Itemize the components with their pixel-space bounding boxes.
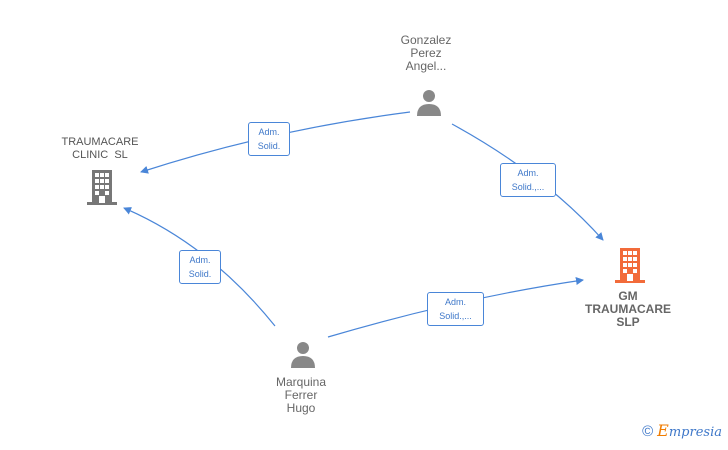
edge-label-line: Solid.,... <box>439 311 472 321</box>
empresia-logo: ©Empresia <box>642 421 722 440</box>
edge-label-line: Adm. <box>189 255 211 265</box>
node-label-line: GM <box>618 289 638 303</box>
brand-logo-text: mpresia <box>668 425 722 440</box>
node-label-line: Perez <box>410 46 442 60</box>
edge-label-line: Adm. <box>258 127 280 137</box>
building-icon[interactable] <box>87 170 117 205</box>
edge-label-line: Solid. <box>188 269 212 279</box>
edge-label-gonzalez-gm-traumacare[interactable]: Adm. Solid.,... <box>500 163 556 197</box>
node-label-line: Marquina <box>275 375 327 389</box>
node-label-line: Angel... <box>405 59 447 73</box>
node-label-line: Gonzalez <box>400 33 452 47</box>
node-label-line: TRAUMACARE <box>61 136 139 148</box>
building-icon[interactable] <box>615 248 645 283</box>
node-label-line: SLP <box>616 315 640 329</box>
person-icon[interactable] <box>289 340 317 368</box>
person-icon[interactable] <box>415 88 443 116</box>
edge-label-line: Solid. <box>257 141 281 151</box>
brand-logo-e: E <box>657 421 669 440</box>
edge-label-marquina-gm-traumacare[interactable]: Adm. Solid.,... <box>427 292 484 326</box>
node-label-gm-traumacare[interactable]: GM TRAUMACARE SLP <box>572 290 684 329</box>
node-label-line: Hugo <box>286 401 316 415</box>
edge-label-marquina-traumacare-clinic[interactable]: Adm. Solid. <box>179 250 221 284</box>
edge-label-line: Adm. <box>444 297 466 307</box>
node-label-line: CLINIC SL <box>72 149 128 161</box>
edge-label-line: Adm. <box>517 168 539 178</box>
edge-label-line: Solid.,... <box>511 182 545 192</box>
edge-label-gonzalez-traumacare-clinic[interactable]: Adm. Solid. <box>248 122 290 156</box>
node-label-line: TRAUMACARE <box>585 302 671 316</box>
node-label-marquina[interactable]: Marquina Ferrer Hugo <box>251 376 351 415</box>
node-label-gonzalez[interactable]: Gonzalez Perez Angel... <box>376 34 476 73</box>
node-label-line: Ferrer <box>284 388 318 402</box>
copyright-symbol: © <box>642 423 654 440</box>
node-label-traumacare-clinic[interactable]: TRAUMACARE CLINIC SL <box>50 136 150 162</box>
